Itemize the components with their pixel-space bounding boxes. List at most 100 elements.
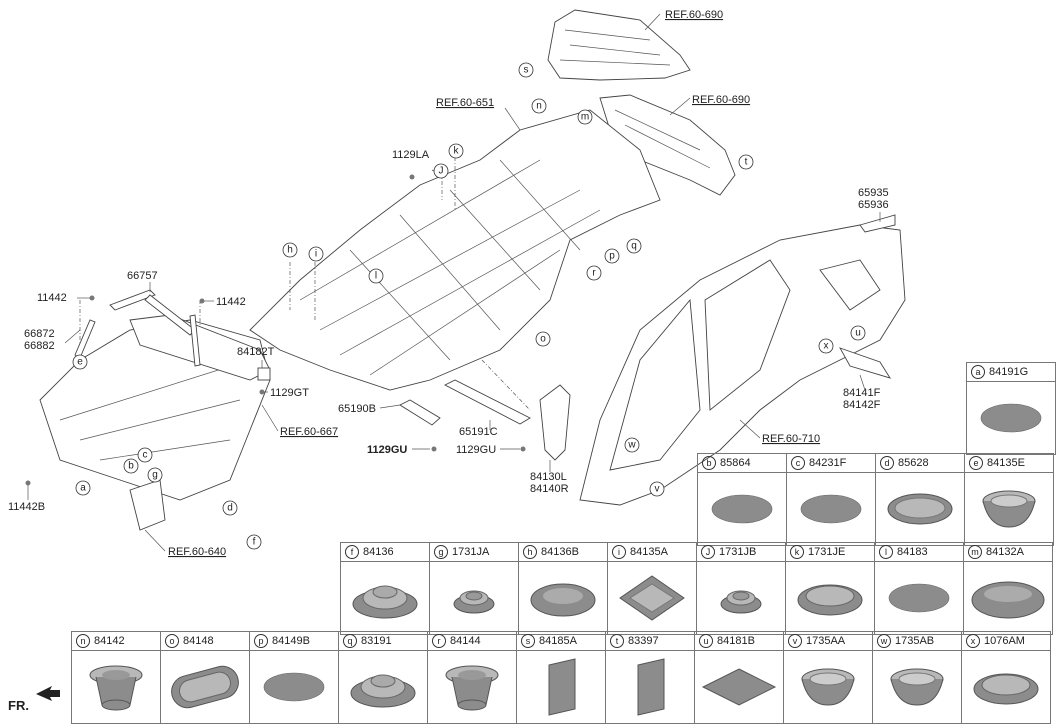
part-number: 1076AM xyxy=(984,635,1025,647)
part-icon xyxy=(89,665,143,711)
strap-84141F xyxy=(839,347,892,379)
part-number: 84183 xyxy=(897,546,928,558)
callout-circle xyxy=(75,480,91,496)
callout-letter: v xyxy=(655,484,660,495)
callout: REF.60-710 xyxy=(762,433,820,445)
callout: 65191C xyxy=(459,426,498,438)
callout-circle xyxy=(649,481,665,497)
part-number: 84231F xyxy=(809,457,847,469)
callout-letter: w xyxy=(627,440,636,451)
callout: 66872 xyxy=(24,328,55,340)
part-icon xyxy=(453,590,495,614)
callout: 84142F xyxy=(843,399,881,411)
part-letter: g xyxy=(434,545,448,559)
part-letter: J xyxy=(701,545,715,559)
callout: 84130L xyxy=(530,471,567,483)
fastener-dots xyxy=(25,174,526,486)
callout-circle xyxy=(850,325,866,341)
part-cell-image xyxy=(783,650,873,724)
part-cell-header: f 84136 xyxy=(340,542,430,562)
part-cell-image xyxy=(694,650,784,724)
part-icon xyxy=(530,583,596,617)
part-icon xyxy=(971,581,1045,619)
part-icon xyxy=(171,665,239,709)
part-cell-image xyxy=(963,561,1053,635)
part-icon xyxy=(801,668,855,706)
part-icon xyxy=(890,668,944,706)
part-number: 84136 xyxy=(363,546,394,558)
callout-letter: q xyxy=(631,241,637,252)
part-icon xyxy=(263,672,325,702)
callout-circle xyxy=(246,534,262,550)
part-icon xyxy=(973,673,1039,705)
callout-labels: REF.60-690 REF.60-690 REF.60-651 1129LA … xyxy=(8,9,889,558)
part-cell-image xyxy=(697,472,787,546)
stripe-parts xyxy=(74,289,201,367)
part-letter: s xyxy=(521,634,535,648)
callout-letter: a xyxy=(80,483,86,494)
part-number: 84181B xyxy=(717,635,755,647)
callout: 84140R xyxy=(530,483,569,495)
callout-circle xyxy=(222,500,238,516)
callout-circle xyxy=(448,143,464,159)
pad-84182T xyxy=(257,367,271,381)
part-cell-header: l 84183 xyxy=(874,542,964,562)
sill-pads xyxy=(399,379,531,426)
part-cell-image xyxy=(518,561,608,635)
part-letter: l xyxy=(879,545,893,559)
callout-letter: d xyxy=(227,503,233,514)
part-icon xyxy=(800,494,862,524)
part-number: 84148 xyxy=(183,635,214,647)
part-cell-image xyxy=(696,561,786,635)
part-letter: i xyxy=(612,545,626,559)
callout-letter: g xyxy=(152,470,158,481)
part-letter: b xyxy=(702,456,716,470)
part-cell-image xyxy=(160,650,250,724)
part-letter: u xyxy=(699,634,713,648)
callout: 1129GT xyxy=(270,387,309,399)
callout-circle xyxy=(308,246,324,262)
part-letter: k xyxy=(790,545,804,559)
part-number: 84135A xyxy=(630,546,668,558)
callout: REF.60-667 xyxy=(280,426,338,438)
part-icon xyxy=(445,665,499,711)
part-letter: h xyxy=(523,545,537,559)
callout-letter: i xyxy=(315,249,317,260)
part-cell-image xyxy=(874,561,964,635)
callout-circle xyxy=(123,458,139,474)
part-letter: f xyxy=(345,545,359,559)
dash-lines xyxy=(79,157,531,411)
part-icon xyxy=(797,584,863,616)
part-number: 84142 xyxy=(94,635,125,647)
part-number: 84132A xyxy=(986,546,1024,558)
part-icon xyxy=(548,658,576,716)
part-letter: v xyxy=(788,634,802,648)
callout-letter: r xyxy=(592,268,596,279)
callout: 65935 xyxy=(858,187,889,199)
callout: 84141F xyxy=(843,387,881,399)
part-number: 84136B xyxy=(541,546,579,558)
part-icon xyxy=(980,403,1042,433)
part-letter: w xyxy=(877,634,891,648)
callout-circle xyxy=(586,265,602,281)
part-cell-image xyxy=(961,650,1051,724)
callout-circle xyxy=(604,248,620,264)
part-letter: d xyxy=(880,456,894,470)
callout-circle xyxy=(626,238,642,254)
part-letter: q xyxy=(343,634,357,648)
part-cell-image xyxy=(429,561,519,635)
part-number: 84185A xyxy=(539,635,577,647)
part-icon xyxy=(982,490,1036,528)
callout-circle xyxy=(535,331,551,347)
